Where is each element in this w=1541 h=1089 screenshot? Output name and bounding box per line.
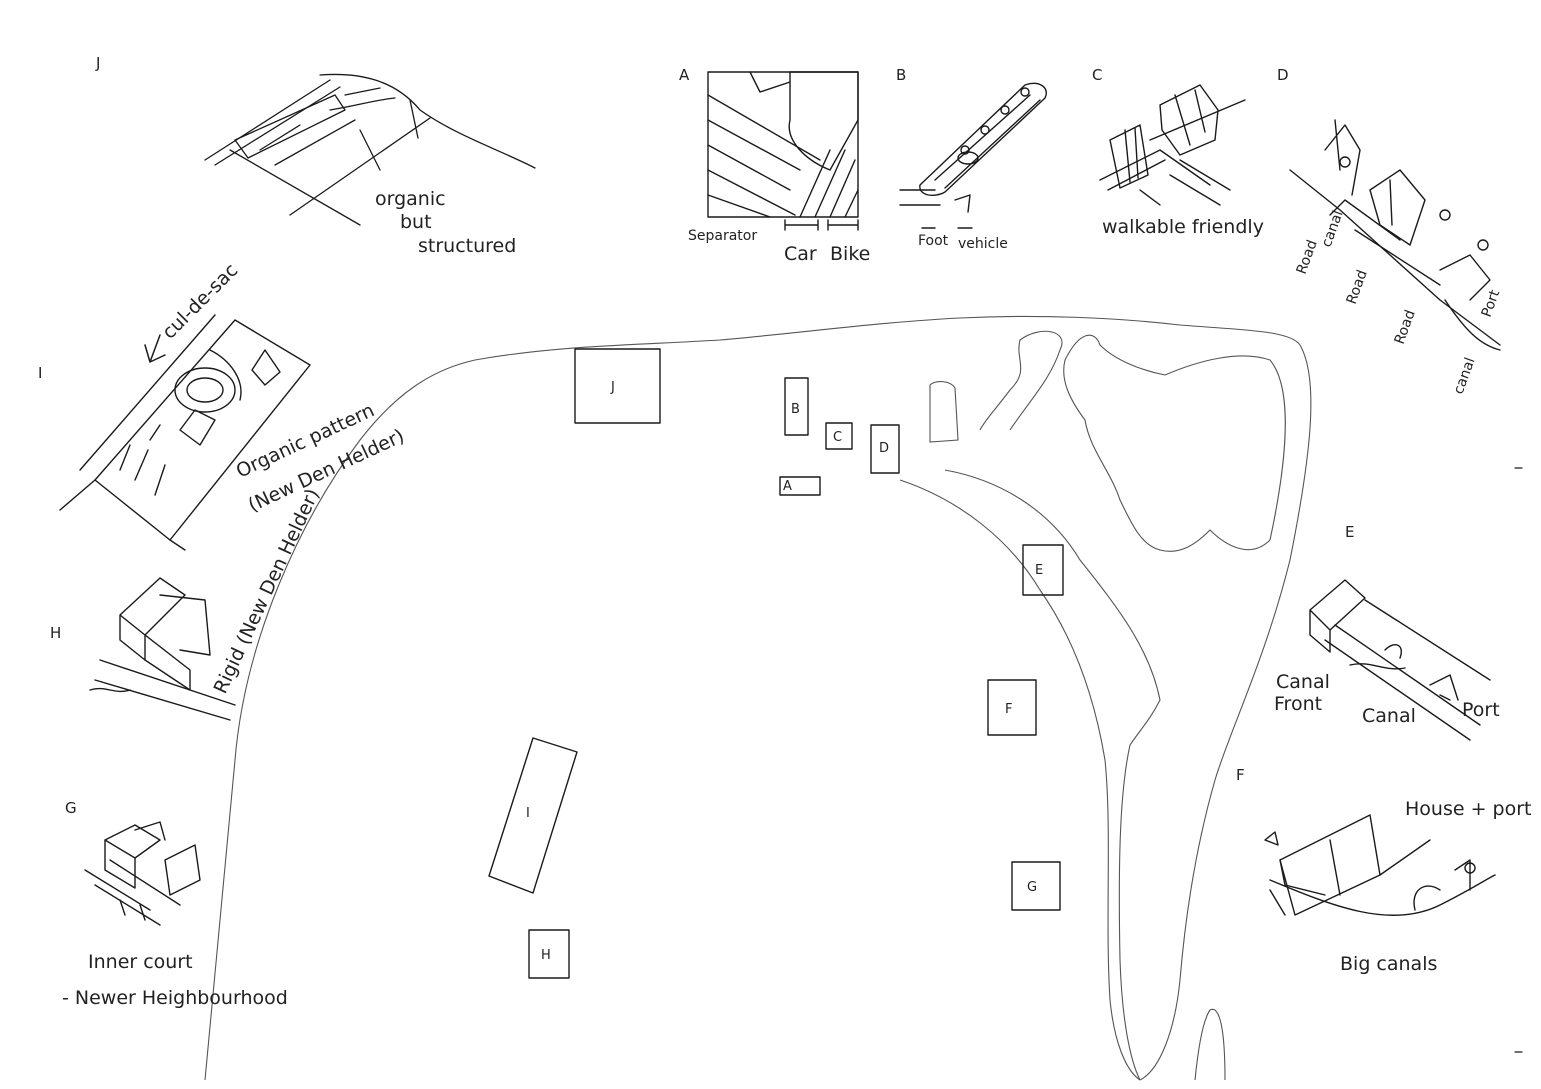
- sketch-d-label-road-1: Road: [1294, 238, 1321, 276]
- sketch-b-letter: B: [896, 66, 906, 84]
- sketch-e-caption-line2: Front: [1274, 693, 1322, 715]
- sketch-e: E Canal Front Canal Port: [1274, 523, 1500, 741]
- sketch-e-label-canal: Canal: [1362, 705, 1416, 727]
- sketch-e-label-port: Port: [1462, 699, 1500, 721]
- map-box-f[interactable]: F: [987, 679, 1037, 736]
- sketch-f-house-port-note: House + port: [1405, 798, 1532, 820]
- harbour-pier: [929, 381, 959, 443]
- map-box-b[interactable]: B: [784, 377, 809, 436]
- sketch-j-caption-line3: structured: [418, 235, 516, 257]
- sketch-d-label-road-2: Road: [1344, 268, 1371, 306]
- map-box-label-a: A: [783, 479, 792, 494]
- sketch-j-caption-line1: organic: [375, 188, 446, 210]
- coastline: [204, 315, 1312, 1081]
- sketch-d: D Road canal Road Road canal Port: [1277, 66, 1503, 396]
- sketch-d-label-canal-1: canal: [1319, 209, 1347, 250]
- sketch-g: G Inner court - Newer Heighbourhood: [62, 799, 288, 1009]
- map-box-label-c: C: [833, 430, 842, 445]
- sketch-g-letter: G: [65, 799, 77, 817]
- sketch-d-label-canal-2: canal: [1451, 356, 1479, 397]
- sketch-c-drawing: [1099, 84, 1246, 206]
- map-box-c[interactable]: C: [825, 422, 853, 450]
- harbour-inlet: [979, 330, 1063, 431]
- map-box-e[interactable]: E: [1022, 544, 1064, 596]
- sketch-h-caption: Rigid (New Den Helder): [210, 485, 324, 697]
- sketch-d-drawing: [1289, 119, 1501, 351]
- map-box-label-e: E: [1035, 563, 1043, 578]
- sketch-a-separator-note: Separator: [688, 228, 757, 244]
- sketch-g-drawing: [84, 821, 201, 926]
- map-box-i[interactable]: I: [488, 737, 578, 894]
- sketch-e-caption-line1: Canal: [1276, 671, 1330, 693]
- sketch-d-label-port: Port: [1479, 287, 1504, 319]
- sketch-e-drawing: [1309, 579, 1491, 741]
- base-map: [204, 315, 1312, 1081]
- sketch-h: H Rigid (New Den Helder): [50, 485, 324, 721]
- canal-west-edge: [899, 479, 1141, 1081]
- sketch-b: B Foot vehicle: [896, 66, 1047, 252]
- sketch-f: F House + port Big canals: [1236, 766, 1532, 975]
- map-box-label-i: I: [526, 806, 530, 821]
- sketch-b-drawing: [899, 82, 1047, 229]
- sketch-h-drawing: [89, 577, 236, 721]
- map-box-label-b: B: [791, 402, 800, 417]
- sketch-g-caption-line1: Inner court: [88, 951, 193, 973]
- map-box-d[interactable]: D: [870, 424, 900, 474]
- sketch-h-letter: H: [50, 624, 61, 642]
- harbour-docks: [1063, 334, 1286, 552]
- southern-inlet: [1194, 1008, 1226, 1081]
- sketch-c-letter: C: [1092, 66, 1102, 84]
- sketch-b-label-vehicle: vehicle: [958, 236, 1008, 252]
- sketch-i-drawing: [59, 314, 311, 551]
- sketch-a: A Separator Car Bike: [679, 66, 870, 265]
- map-box-label-f: F: [1005, 702, 1012, 717]
- map-box-g[interactable]: G: [1011, 861, 1061, 911]
- sketch-a-letter: A: [679, 66, 690, 84]
- sketch-f-letter: F: [1236, 766, 1245, 784]
- map-box-label-j: J: [610, 380, 615, 395]
- sketch-g-caption-line2: - Newer Heighbourhood: [62, 987, 288, 1009]
- map-box-label-g: G: [1027, 880, 1037, 895]
- sketch-c-caption: walkable friendly: [1102, 216, 1264, 238]
- scan-edge-marks: [1514, 467, 1523, 1053]
- sketch-i: I cul-de-sac Organic pattern (New Den He…: [38, 259, 408, 551]
- map-boxes: J B C D A E F I: [488, 348, 1064, 979]
- sketch-i-cul-de-sac-note: cul-de-sac: [158, 259, 242, 343]
- sketch-f-drawing: [1264, 814, 1496, 917]
- sketch-i-arrow: [144, 334, 166, 363]
- sketch-j-letter: J: [95, 54, 100, 72]
- sketch-j-drawing: [204, 73, 536, 226]
- sketch-b-label-foot: Foot: [918, 233, 949, 249]
- sketch-e-letter: E: [1345, 523, 1354, 541]
- sketch-j-caption-line2: but: [400, 211, 432, 233]
- sketch-d-label-road-3: Road: [1392, 308, 1419, 346]
- sketch-c: C walkable friendly: [1092, 66, 1264, 238]
- canal-east-edge: [944, 469, 1161, 1081]
- sketch-i-letter: I: [38, 364, 42, 382]
- sketch-a-drawing: [707, 71, 859, 231]
- map-box-a[interactable]: A: [779, 476, 821, 496]
- sketch-d-letter: D: [1277, 66, 1289, 84]
- map-box-label-h: H: [541, 948, 551, 963]
- map-box-label-d: D: [879, 441, 889, 456]
- sketch-j: J organic but structured: [95, 54, 536, 257]
- sketch-a-label-car: Car: [784, 243, 817, 265]
- map-box-j[interactable]: J: [574, 348, 661, 424]
- sketch-f-caption: Big canals: [1340, 953, 1437, 975]
- map-box-h[interactable]: H: [528, 929, 570, 979]
- sketch-a-label-bike: Bike: [830, 243, 870, 265]
